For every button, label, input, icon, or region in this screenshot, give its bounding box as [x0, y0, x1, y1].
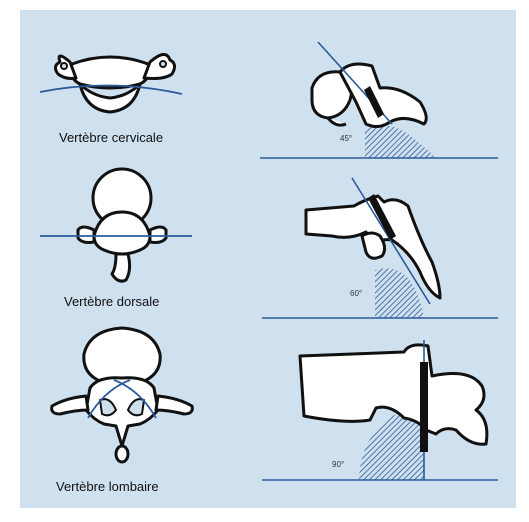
cervical-vertebra-side-view — [260, 42, 498, 158]
caption-lumbar: Vertèbre lombaire — [56, 479, 159, 494]
cervical-vertebra-top-view — [55, 54, 174, 112]
caption-dorsal: Vertèbre dorsale — [64, 294, 159, 309]
dorsal-angle-sector — [375, 268, 424, 318]
caption-cervical: Vertèbre cervicale — [59, 130, 163, 145]
angle-label-lumbar: 90° — [332, 460, 344, 469]
dorsal-vertebra-top-view — [78, 169, 166, 281]
lumbar-vertebra-top-view — [52, 328, 193, 462]
cervical-angle-sector — [365, 125, 436, 158]
angle-label-dorsal: 60° — [350, 289, 362, 298]
angle-label-cervical: 45° — [340, 134, 352, 143]
dorsal-vertebra-side-view — [262, 178, 498, 318]
lumbar-facet-joint — [420, 362, 428, 452]
lumbar-vertebra-side-view — [262, 340, 498, 480]
